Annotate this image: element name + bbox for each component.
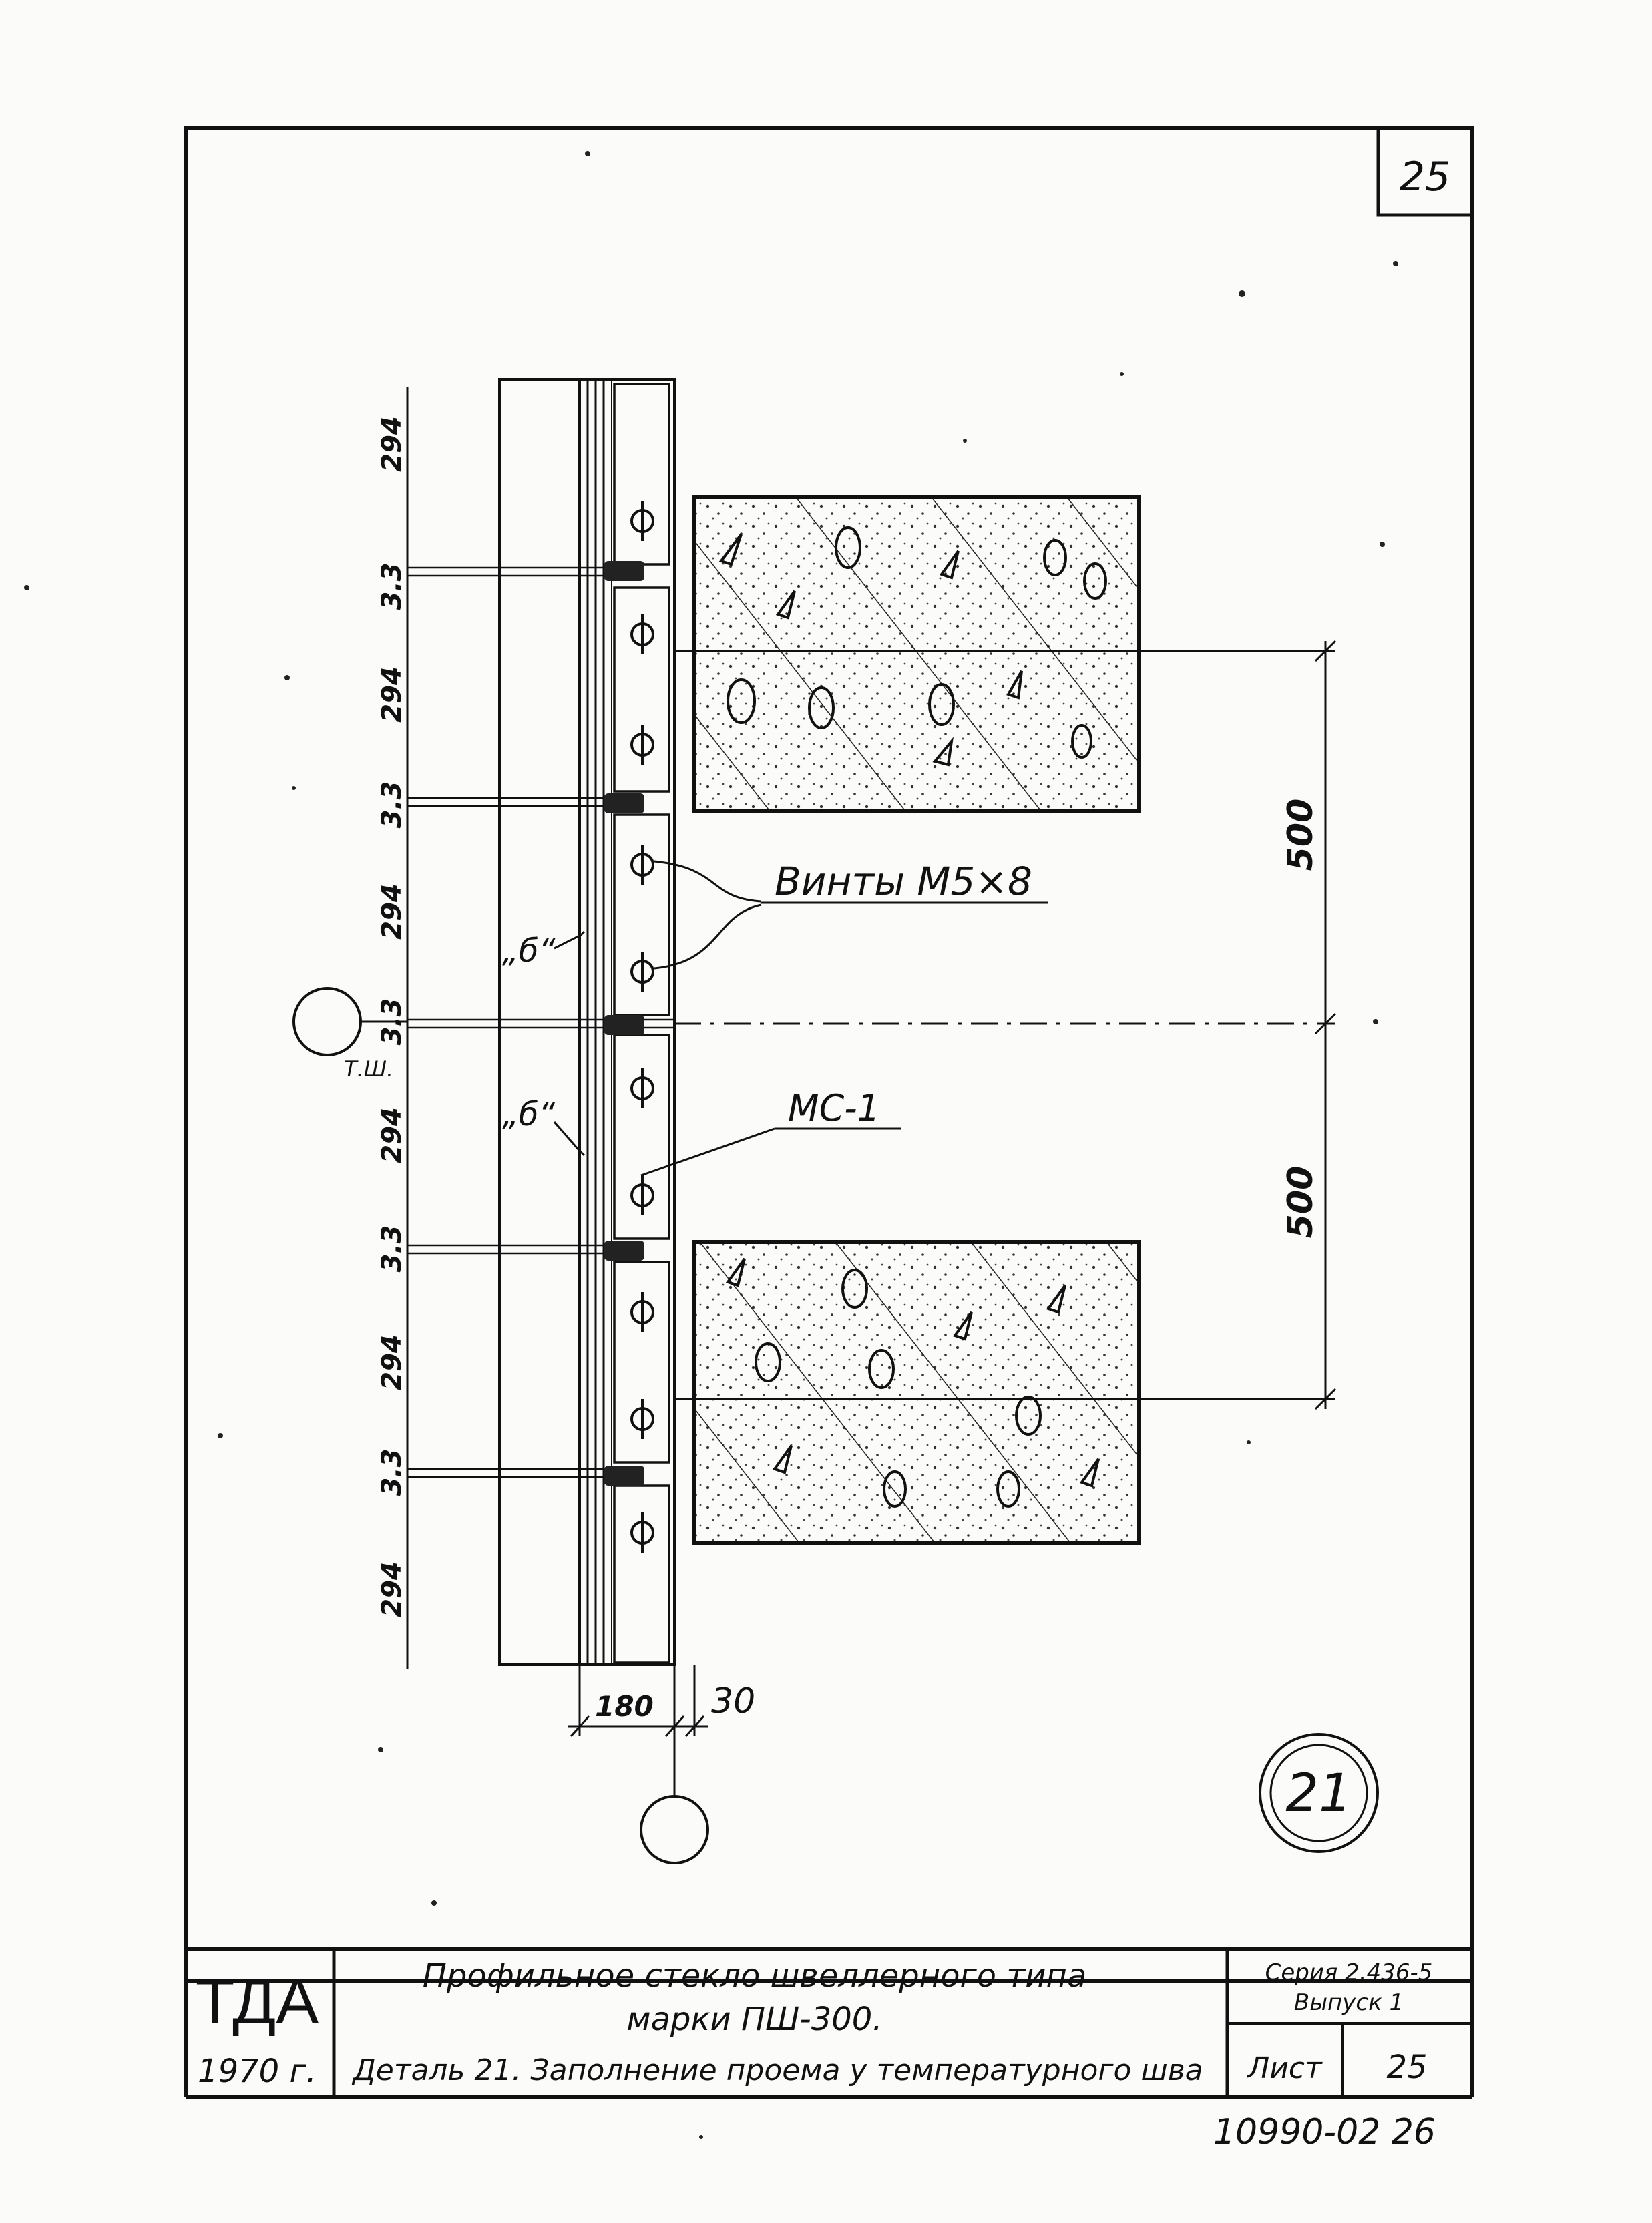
title-line-2: марки ПШ-300. xyxy=(626,2001,882,2038)
left-dim-2: 294 xyxy=(377,666,407,723)
mc-label: МС-1 xyxy=(788,1087,880,1129)
left-dimension-labels: 294 3.3 294 3.3 294 3.3 294 3.3 294 3.3 … xyxy=(377,416,407,1617)
page-number-box: 25 xyxy=(1376,126,1474,217)
dim-bottom-right: 30 xyxy=(711,1681,755,1722)
channel-4 xyxy=(613,1034,670,1240)
left-dim-9: 3.3 xyxy=(377,1449,407,1496)
left-dim-0: 294 xyxy=(377,416,407,472)
detail-marker: 21 xyxy=(1259,1733,1379,1853)
joint-label: Т.Ш. xyxy=(344,1056,393,1082)
left-dim-8: 294 xyxy=(377,1334,407,1390)
left-dim-6: 294 xyxy=(377,1107,407,1163)
screws-label: Винты М5×8 xyxy=(775,859,1032,904)
screws xyxy=(630,501,654,1553)
b-leader-lower xyxy=(553,1121,586,1157)
left-dim-7: 3.3 xyxy=(377,1225,407,1273)
bottom-dimension xyxy=(568,1665,708,1738)
left-dim-10: 294 xyxy=(377,1561,407,1617)
detail-number: 21 xyxy=(1285,1764,1352,1824)
glass-wall-section xyxy=(498,378,676,1666)
mc-leader xyxy=(640,1127,901,1177)
axis-marker-bottom xyxy=(640,1665,709,1864)
left-dim-1: 3.3 xyxy=(377,563,407,610)
sheet-label: Лист xyxy=(1246,2051,1323,2085)
org-label: ТДА xyxy=(196,1966,319,2037)
title-line-1: Профильное стекло швеллерного типа xyxy=(423,1957,1087,1995)
dim-bottom-left: 180 xyxy=(595,1690,654,1723)
concrete-block-upper xyxy=(692,495,1141,813)
channel-5 xyxy=(613,1261,670,1464)
axis-marker-left xyxy=(292,987,407,1056)
year-label: 1970 г. xyxy=(198,2053,317,2090)
b-label-lower: „б“ xyxy=(502,1096,556,1133)
scan-noise xyxy=(24,151,1398,2139)
channel-2 xyxy=(613,586,670,793)
sheet-value: 25 xyxy=(1386,2049,1427,2086)
concrete-block-lower xyxy=(692,1240,1141,1545)
sheet-frame xyxy=(184,126,1474,1983)
channel-3 xyxy=(613,813,670,1016)
detail-line: Деталь 21. Заполнение проема у температу… xyxy=(351,2053,1203,2087)
channel-6 xyxy=(613,1484,670,1664)
bottom-code: 10990-02 26 xyxy=(1213,2112,1436,2152)
dim-right-lower: 500 xyxy=(1281,1166,1321,1239)
title-block: ТДА 1970 г. Профильное стекло швеллерног… xyxy=(184,1947,1474,2099)
issue-label: Выпуск 1 xyxy=(1294,1989,1404,2016)
left-dim-4: 294 xyxy=(377,883,407,940)
series-label: Серия 2.436-5 xyxy=(1265,1959,1433,1986)
dim-right-upper: 500 xyxy=(1281,799,1321,871)
b-leader-upper xyxy=(554,930,586,950)
joint-connectors xyxy=(604,561,644,1486)
right-dimension-chain xyxy=(674,640,1337,1410)
left-dim-3: 3.3 xyxy=(377,781,407,829)
page-number: 25 xyxy=(1400,154,1450,200)
b-label-upper: „б“ xyxy=(502,932,556,970)
screws-leaders xyxy=(654,860,1048,970)
